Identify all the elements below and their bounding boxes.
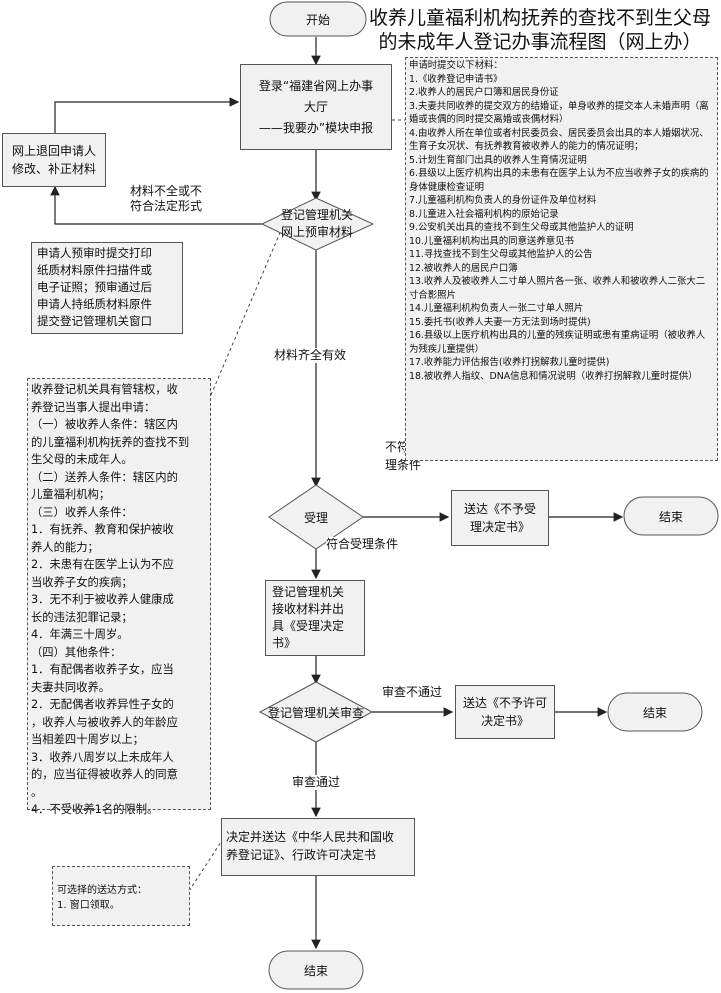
end2-label: 结束: [642, 705, 667, 720]
end3-label: 结束: [303, 963, 328, 978]
precheck-label: 登记管理机关 网上预审材料: [280, 208, 353, 239]
edge-label-pass: 审查通过: [292, 775, 341, 790]
end1-terminal: [623, 496, 719, 536]
precheck-diamond: [260, 197, 375, 251]
login-box: 登录“福建省网上办事 大厅 ——我要办”模块申报: [240, 64, 392, 150]
review-diamond: [258, 681, 374, 743]
conditions-note: 收养登记机关具有管辖权，收 养登记当事人提出申请： （一）被收养人条件：辖区内 …: [27, 378, 211, 816]
receive-box: 登记管理机关 接收材料并出 具《受理决定 书》: [265, 580, 365, 656]
deliver-deny-box: 送达《不予许可 决定书》: [455, 685, 555, 739]
edge-label-meet: 符合受理条件: [326, 537, 399, 552]
end3-terminal: [268, 950, 364, 990]
return-box: 网上退回申请人 修改、补正材料: [2, 133, 106, 187]
edge-precheck-return: [50, 185, 263, 225]
materials-note: 申请时提交以下材料： 1.《收养登记申请书》 2.收养人的居民户口簿和居民身份证…: [405, 57, 718, 461]
page-title: 收养儿童福利机构抚养的查找不到生父母 的未成年人登记办事流程图（网上办）: [368, 7, 711, 53]
end2-terminal: [607, 692, 703, 732]
note-link-conditions: [210, 227, 283, 396]
accept-label: 受理: [303, 510, 328, 525]
edge-label-incomplete: 材料不全或不 符合法定形式: [130, 184, 220, 214]
end1-label: 结束: [658, 509, 683, 524]
note-link-delivery: [188, 841, 222, 892]
decide-box: 决定并送达《中华人民共和国收 养登记证》、行政许可决定书: [221, 818, 415, 876]
delivery-note: 可选择的送达方式： 1. 窗口领取。: [52, 866, 190, 926]
start-label: 开始: [305, 12, 330, 27]
edge-label-fail: 审查不通过: [382, 685, 443, 700]
paper-submission-note: 申请人预审时提交打印 纸质材料原件扫描件或 电子证照；预审通过后 申请人持纸质材…: [31, 242, 183, 334]
edge-label-complete: 材料齐全有效: [274, 348, 347, 363]
deliver-reject-box: 送达《不予受 理决定书》: [451, 490, 549, 546]
start-terminal: [269, 1, 367, 37]
accept-diamond: [268, 484, 364, 550]
edge-return-login: [54, 97, 240, 133]
review-label: 登记管理机关审查: [267, 705, 364, 720]
